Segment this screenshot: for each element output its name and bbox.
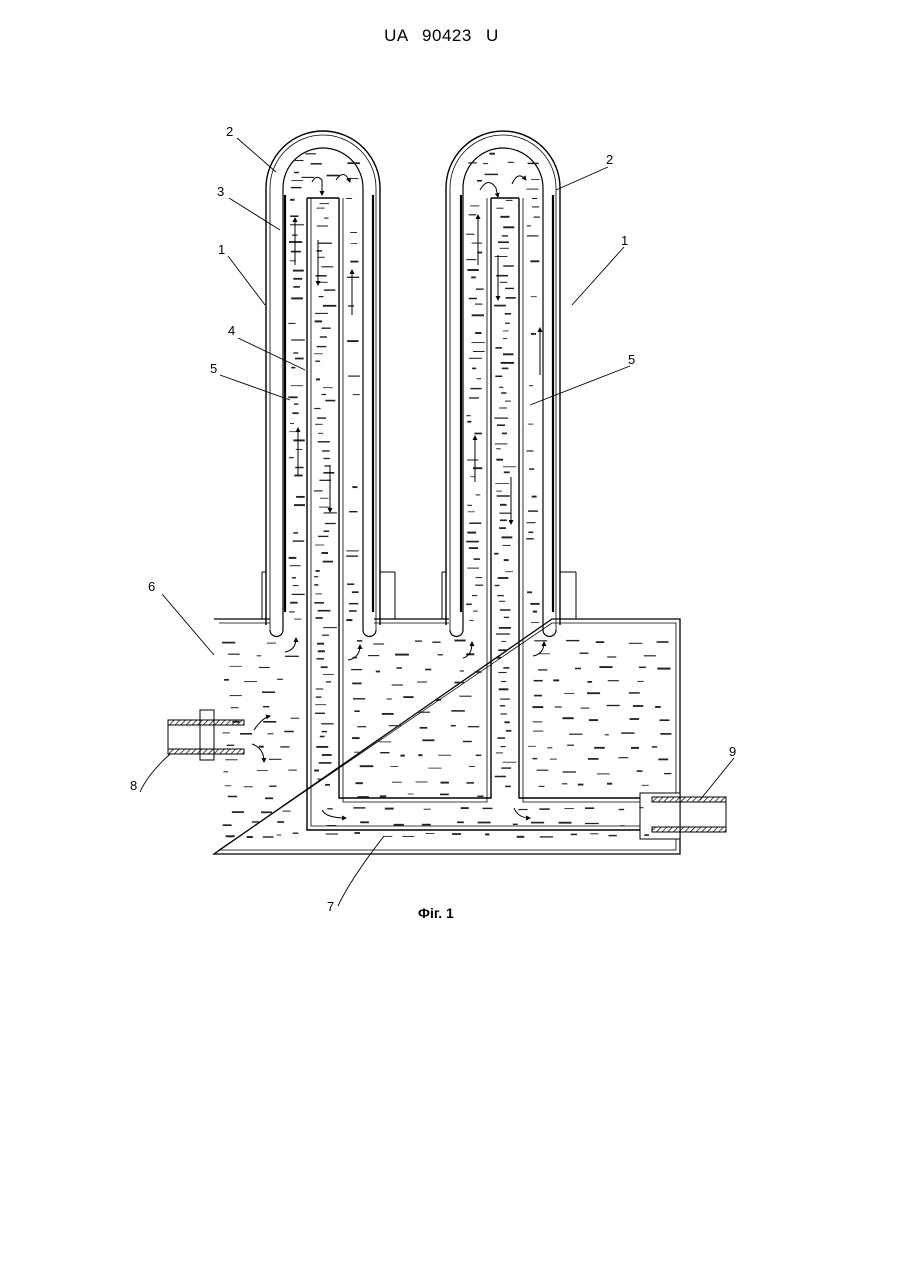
label-2-left: 2 [226,124,233,139]
label-5-left: 5 [210,361,217,376]
right-tube [442,131,576,636]
label-3: 3 [217,184,224,199]
outlet-pipe [640,793,726,839]
label-9: 9 [729,744,736,759]
housing [214,619,680,854]
label-4: 4 [228,323,235,338]
label-5-right: 5 [628,352,635,367]
left-tube [262,131,395,637]
inlet-pipe [168,710,244,760]
label-6: 6 [148,579,155,594]
label-1-right: 1 [621,233,628,248]
label-8: 8 [130,778,137,793]
label-2-right: 2 [606,152,613,167]
label-1-left: 1 [218,242,225,257]
figure-caption: Фіг. 1 [418,905,454,921]
inner-channel [307,198,652,830]
label-7: 7 [327,899,334,914]
leader-lines [140,138,734,906]
